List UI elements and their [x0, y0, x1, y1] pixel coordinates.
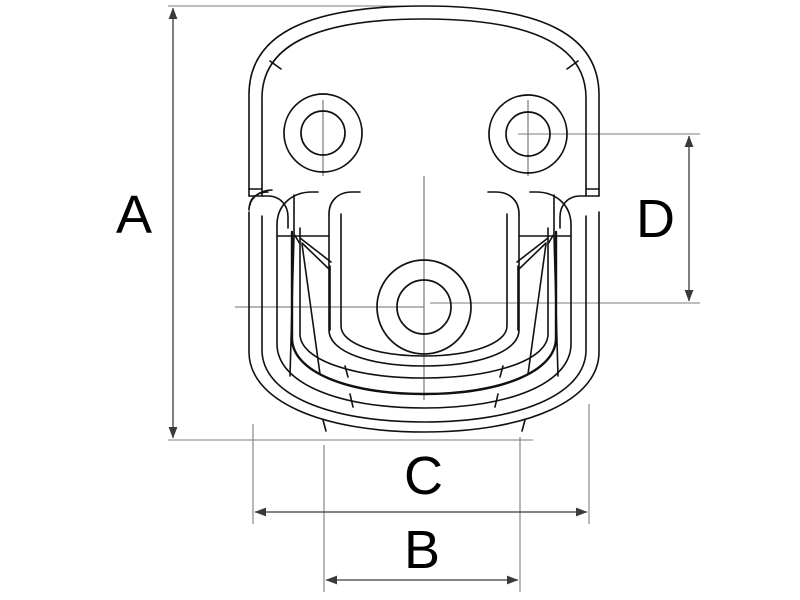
lower-body-silhouette — [248, 211, 600, 433]
upper-left-hole-outer — [283, 93, 363, 173]
left-rib-taper-1 — [289, 235, 295, 377]
left-rib-diagonal-b — [301, 242, 331, 271]
left-shoulder-ledge — [248, 185, 263, 190]
bottom-seam-tick-left — [344, 365, 349, 378]
inner-recess-outline — [290, 230, 558, 396]
left-rib-taper-2 — [301, 243, 321, 375]
lower-body-silhouette-offset — [261, 215, 587, 423]
right-rib-diagonal-b — [517, 242, 547, 271]
upper-right-hole-outer — [488, 94, 568, 174]
dimension-label-d: D — [636, 189, 675, 249]
left-rib-line-1 — [293, 194, 301, 245]
inner-pocket-wall — [328, 213, 520, 367]
right-rib-taper-1 — [553, 235, 559, 377]
right-shoulder-ledge-lower — [559, 195, 600, 229]
body-inner-profile — [261, 18, 587, 187]
right-rib-taper-2 — [527, 243, 547, 375]
left-shoulder-ledge-lower — [248, 195, 289, 229]
bottom-seam-tick-right — [499, 365, 504, 378]
center-hole-inner — [396, 279, 452, 335]
inner-recess-face — [299, 227, 549, 379]
right-rib-line-1 — [547, 194, 555, 245]
bottom-outer-tick-left — [322, 419, 327, 432]
bottom-band-tick-left — [349, 393, 354, 408]
holes-group — [283, 93, 568, 355]
shell-tangent-tick-left — [269, 60, 282, 70]
right-rib-diagonal-a — [516, 237, 549, 263]
right-shoulder-ledge — [585, 185, 600, 190]
center-hole-outer — [376, 259, 472, 355]
extension-lines — [168, 5, 700, 592]
dimension-lines — [168, 7, 694, 585]
bottom-outer-tick-right — [521, 419, 526, 432]
dimension-label-a: A — [116, 185, 153, 245]
pocket-top-right-corner — [487, 191, 520, 215]
lower-body-rim-band — [276, 224, 572, 409]
upper-left-hole-inner — [300, 110, 346, 156]
body-outer-profile — [248, 5, 600, 190]
left-rib-gusset — [276, 191, 319, 226]
dimension-label-c: C — [404, 446, 443, 506]
pocket-top-left-corner — [328, 191, 361, 215]
dimension-label-b: B — [404, 520, 441, 580]
lower-body-left-wall — [248, 189, 273, 211]
right-rib-gusset — [529, 191, 572, 226]
bottom-band-tick-right — [494, 393, 499, 408]
shell-tangent-tick-right — [566, 60, 579, 70]
upper-right-hole-inner — [505, 111, 551, 157]
inner-pocket-wall-offset — [340, 213, 508, 357]
left-rib-diagonal-a — [299, 237, 332, 263]
bracket-body — [248, 5, 600, 433]
